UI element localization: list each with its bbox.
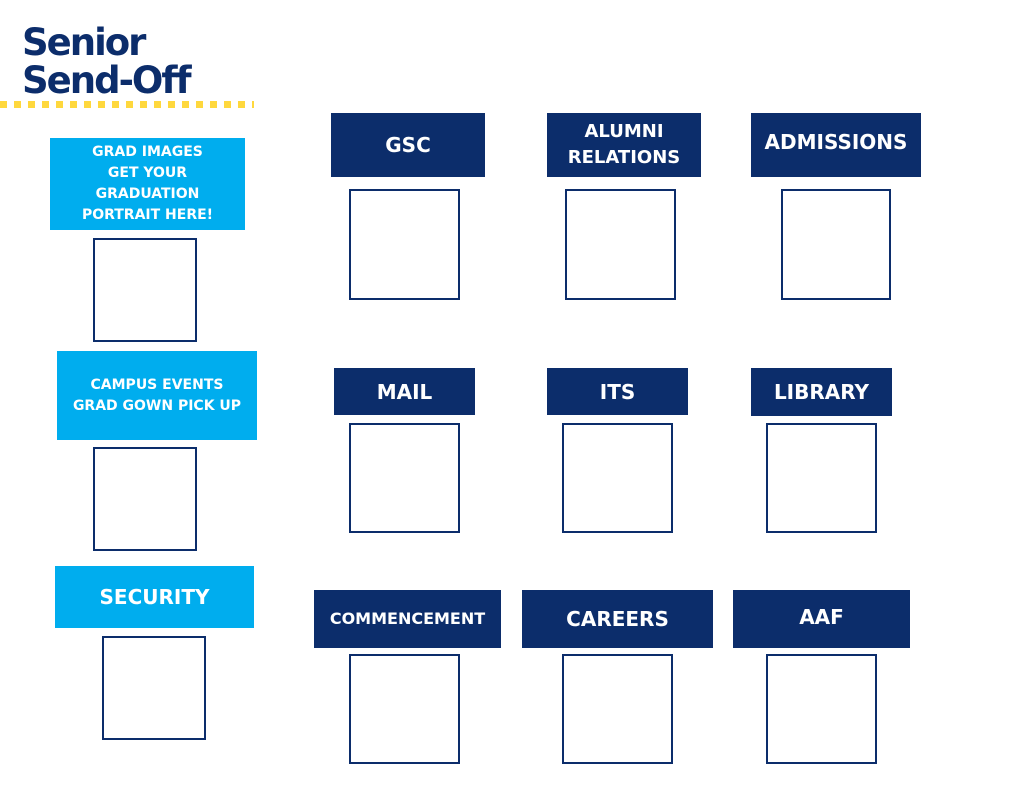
station-label-library: LIBRARY (751, 368, 892, 416)
station-label-admissions: ADMISSIONS (751, 113, 921, 177)
station-label-security: SECURITY (55, 566, 254, 628)
station-label-gsc: GSC (331, 113, 485, 177)
stamp-box-alumni-relations[interactable] (565, 189, 676, 300)
stamp-box-security[interactable] (102, 636, 206, 740)
station-label-careers: CAREERS (522, 590, 713, 648)
stamp-box-careers[interactable] (562, 654, 673, 764)
station-label-grad-images: GRAD IMAGES GET YOUR GRADUATION PORTRAIT… (50, 138, 245, 230)
station-label-campus-events: CAMPUS EVENTS GRAD GOWN PICK UP (57, 351, 257, 440)
stamp-box-admissions[interactable] (781, 189, 891, 300)
stamp-box-campus-events[interactable] (93, 447, 197, 551)
station-label-alumni-relations: ALUMNI RELATIONS (547, 113, 701, 177)
title-line-1: Senior (22, 21, 146, 64)
stamp-box-mail[interactable] (349, 423, 460, 533)
station-label-its: ITS (547, 368, 688, 415)
stamp-box-its[interactable] (562, 423, 673, 533)
station-label-commencement: COMMENCEMENT (314, 590, 501, 648)
station-label-mail: MAIL (334, 368, 475, 415)
dotted-divider (0, 101, 254, 108)
stamp-box-grad-images[interactable] (93, 238, 197, 342)
page-title: Senior Send-Off (22, 21, 192, 102)
station-label-aaf: AAF (733, 590, 910, 648)
stamp-box-library[interactable] (766, 423, 877, 533)
stamp-box-aaf[interactable] (766, 654, 877, 764)
title-line-2: Send-Off (22, 59, 192, 102)
stamp-box-gsc[interactable] (349, 189, 460, 300)
stamp-box-commencement[interactable] (349, 654, 460, 764)
